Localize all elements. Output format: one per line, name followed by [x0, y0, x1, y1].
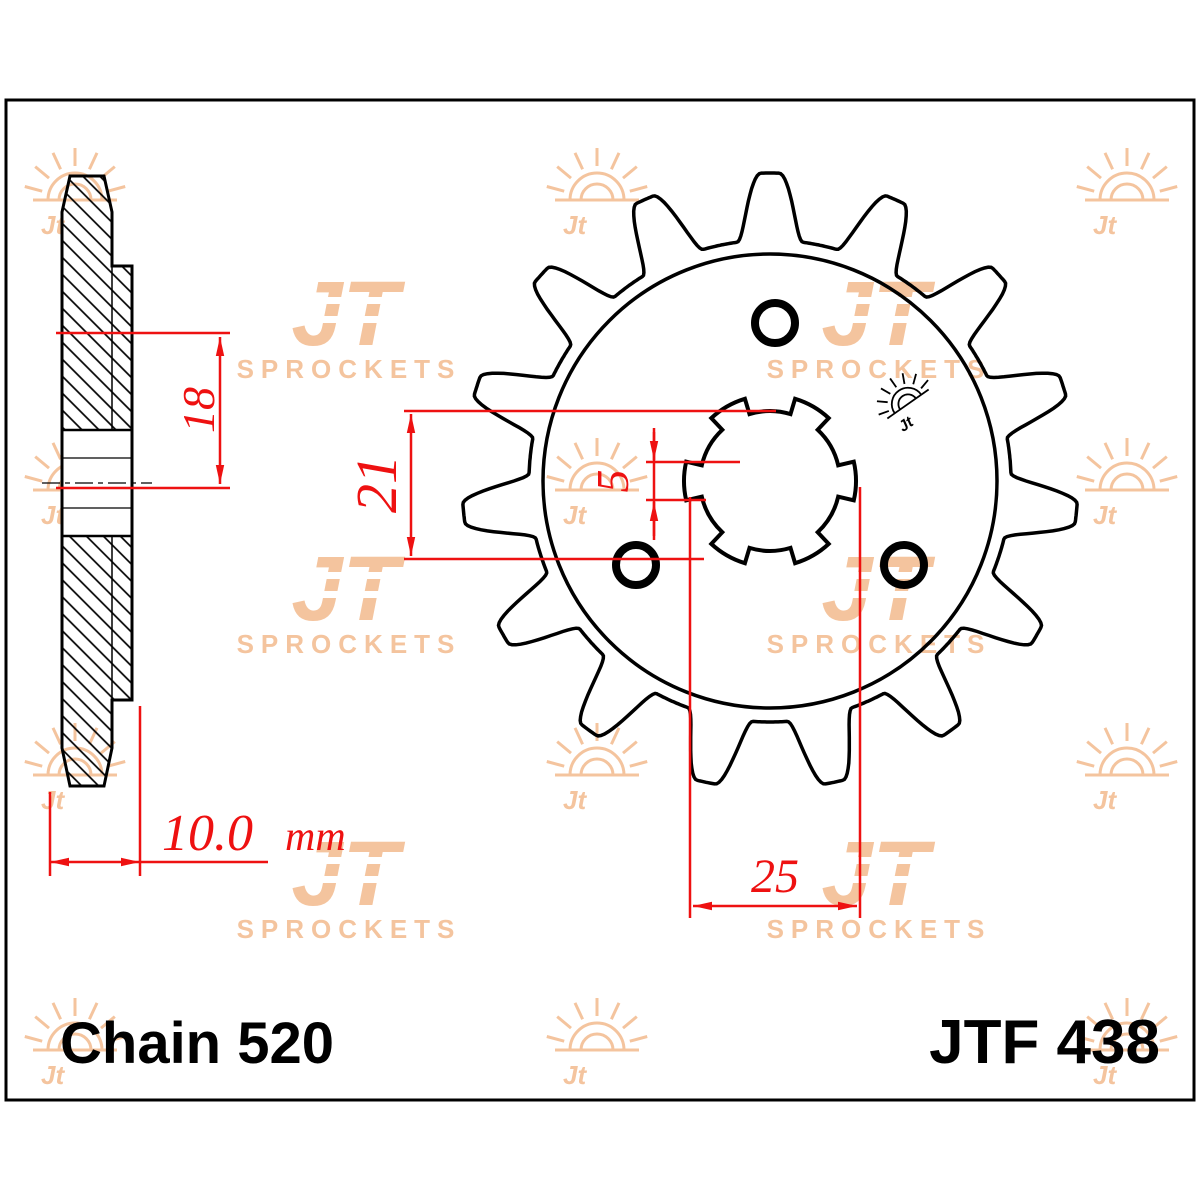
- jt-sprockets-watermark: [236, 538, 462, 659]
- dimension-10mm: 10.0 mm: [48, 706, 346, 876]
- border-frame: [4, 98, 1196, 1102]
- sun-watermark: [1075, 721, 1179, 817]
- sun-watermark: [1075, 436, 1179, 532]
- dimension-25-value: 25: [751, 850, 799, 903]
- sun-watermark: [1075, 146, 1179, 242]
- dimension-21-value: 21: [344, 455, 409, 513]
- labels: Chain 520 JTF 438: [60, 1008, 1160, 1077]
- jt-sprockets-watermark: [766, 823, 992, 944]
- jt-sprockets-watermark: [766, 538, 992, 659]
- jt-sprockets-watermark: [236, 263, 462, 384]
- sprocket-teeth-outline: [461, 171, 1079, 786]
- dimension-5-value: 5: [587, 470, 638, 493]
- dimension-10-unit: mm: [285, 814, 346, 860]
- bolt-hole-top: [751, 299, 799, 347]
- dimension-25: 25: [688, 487, 862, 918]
- jt-sprockets-watermark: [236, 823, 462, 944]
- dimension-21: 21: [344, 409, 776, 561]
- dimension-18-value: 18: [173, 387, 224, 433]
- sun-watermark: [545, 146, 649, 242]
- dimensions: 18 10.0 mm 21 5 25: [48, 331, 862, 918]
- part-number-label: JTF 438: [929, 1008, 1160, 1077]
- hub-circle: [541, 252, 999, 710]
- bolt-hole-left: [612, 541, 660, 589]
- chain-size-label: Chain 520: [60, 1011, 334, 1076]
- side-view: [42, 174, 152, 788]
- bolt-hole-right: [880, 541, 928, 589]
- dimension-10-value: 10.0: [162, 805, 253, 862]
- sun-watermark: [545, 996, 649, 1092]
- dimension-5: 5: [587, 428, 740, 540]
- dimension-18: 18: [56, 331, 230, 490]
